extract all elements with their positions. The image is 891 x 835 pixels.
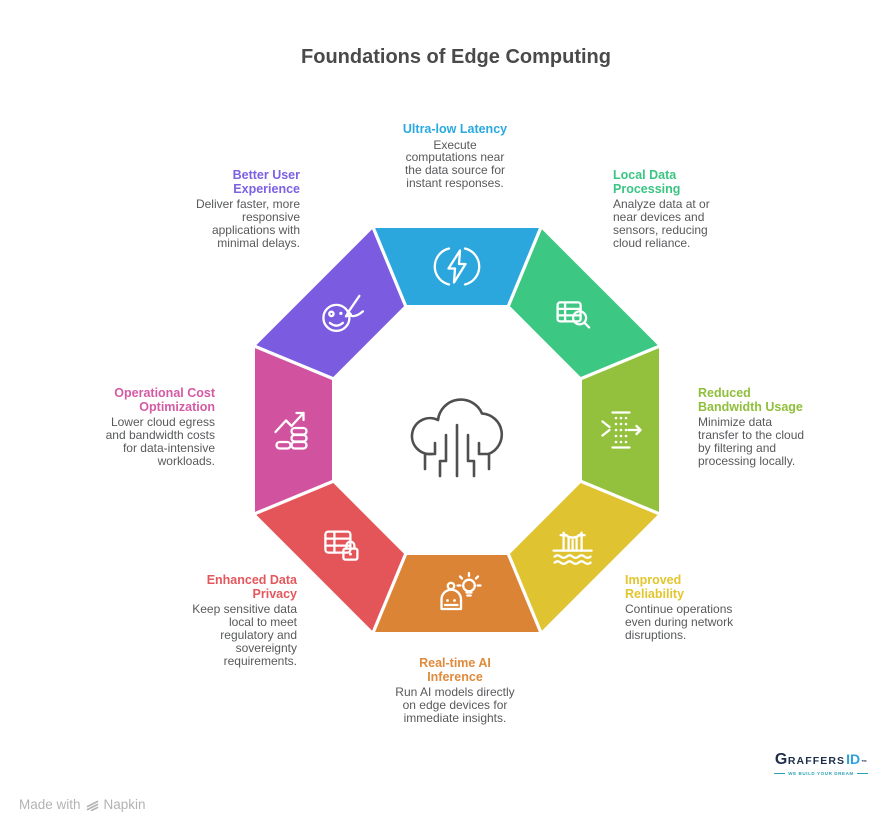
item-description-enhanced-data-privacy: Keep sensitive data local to meet regula… — [192, 602, 297, 668]
cloud-circuit-icon — [410, 398, 504, 478]
item-title-improved-reliability: Improved Reliability — [625, 573, 685, 601]
item-title-reduced-bandwidth-usage: Reduced Bandwidth Usage — [698, 386, 803, 414]
smiley-pen-icon — [322, 294, 365, 333]
segment-ultra-low-latency — [375, 228, 539, 305]
logo-trademark: ™ — [861, 760, 868, 766]
tagline-rule-left — [774, 773, 786, 774]
table-lock-icon — [324, 530, 359, 561]
item-description-operational-cost-optimization: Lower cloud egress and bandwidth costs f… — [105, 415, 215, 468]
item-description-ultra-low-latency: Execute computations near the data sourc… — [404, 137, 506, 191]
flash-icon — [433, 247, 481, 286]
logo-letter-g: G — [774, 751, 788, 768]
item-description-improved-reliability: Continue operations even during network … — [625, 602, 734, 642]
segment-operational-cost-optimization — [255, 348, 332, 512]
page-title: Foundations of Edge Computing — [301, 46, 611, 68]
made-with-text: Made with — [19, 797, 81, 812]
segment-local-data-processing — [510, 229, 658, 377]
napkin-logo-icon — [86, 800, 98, 811]
item-title-real-time-ai-inference: Real-time AI Inference — [419, 656, 491, 684]
logo-letters-id: ID — [846, 751, 861, 767]
item-title-ultra-low-latency: Ultra-low Latency — [402, 122, 508, 136]
segment-real-time-ai-inference — [375, 555, 539, 632]
table-search-icon — [556, 301, 591, 329]
segment-better-user-experience — [256, 229, 404, 377]
tagline-rule-right — [856, 773, 869, 774]
bridge-icon — [552, 531, 593, 565]
logo-tagline-row: WE BUILD YOUR DREAM — [774, 771, 869, 776]
item-title-enhanced-data-privacy: Enhanced Data Privacy — [206, 573, 297, 601]
coins-growth-icon — [274, 411, 308, 450]
item-description-local-data-processing: Analyze data at or near devices and sens… — [613, 197, 710, 250]
item-description-real-time-ai-inference: Run AI models directly on edge devices f… — [395, 685, 515, 725]
item-title-operational-cost-optimization: Operational Cost Optimization — [114, 386, 215, 414]
made-with-napkin[interactable]: Made with Napkin — [19, 797, 146, 812]
robot-bulb-icon — [440, 571, 482, 611]
item-description-better-user-experience: Deliver faster, more responsive applicat… — [195, 197, 300, 250]
filter-flow-icon — [601, 411, 642, 449]
item-description-reduced-bandwidth-usage: Minimize data transfer to the cloud by f… — [698, 415, 805, 468]
segment-enhanced-data-privacy — [256, 483, 404, 631]
logo-tagline: WE BUILD YOUR DREAM — [788, 771, 854, 776]
item-title-better-user-experience: Better User Experience — [232, 168, 300, 196]
logo-letters-raffers: RAFFERS — [787, 755, 846, 767]
napkin-text: Napkin — [103, 797, 146, 812]
item-title-local-data-processing: Local Data Processing — [613, 168, 681, 196]
